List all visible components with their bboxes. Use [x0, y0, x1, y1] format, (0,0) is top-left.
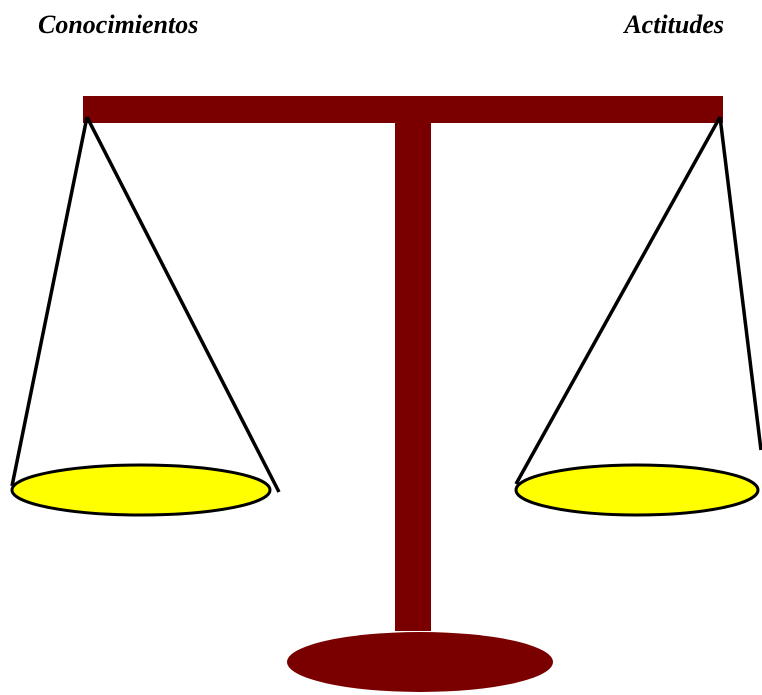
right-pan — [514, 463, 760, 517]
right-pan-string-outer — [718, 116, 762, 451]
right-pan-label: Actitudes — [624, 10, 724, 39]
scale-base — [287, 632, 553, 692]
left-pan-string-inner — [85, 116, 281, 493]
scale-beam — [83, 96, 723, 123]
left-pan-string-outer — [10, 116, 89, 487]
left-pan — [10, 463, 272, 517]
scale-pole — [395, 123, 431, 631]
right-pan-string-inner — [514, 116, 722, 485]
left-pan-label: Conocimientos — [38, 10, 199, 39]
